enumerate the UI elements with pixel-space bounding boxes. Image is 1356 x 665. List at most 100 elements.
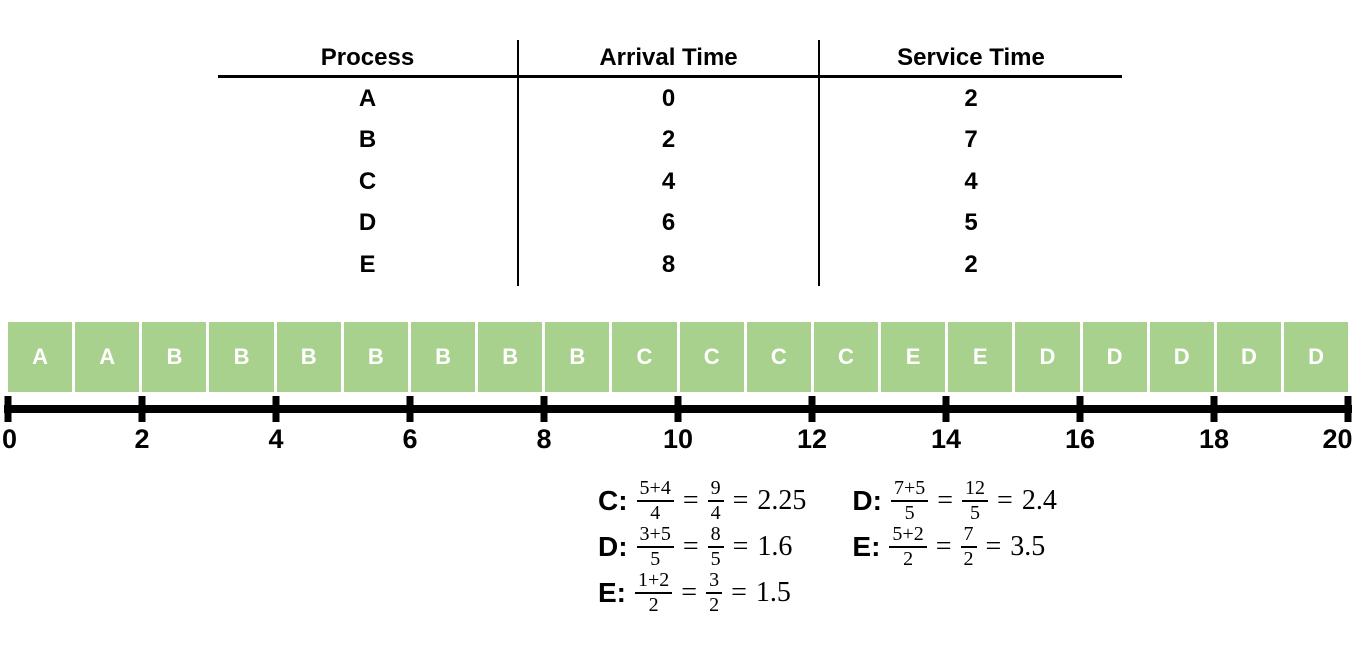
fraction: 5+2 2	[889, 523, 927, 570]
fraction-numerator: 3	[706, 569, 723, 594]
table-cell: 8	[517, 244, 820, 286]
fraction-denominator: 2	[648, 593, 659, 616]
fraction-denominator: 5	[970, 501, 981, 524]
equals-sign: =	[682, 530, 699, 562]
axis-tick-label: 0	[1, 423, 18, 454]
calc-line: E: 5+2 2 = 7 2 = 3.5	[852, 523, 1056, 570]
axis-tick	[406, 395, 414, 422]
axis-tick-label: 2	[134, 423, 150, 454]
fraction: 12 5	[962, 477, 989, 524]
equals-sign: =	[681, 576, 698, 608]
gantt-cell: C	[746, 321, 811, 392]
axis-tick-label: 4	[268, 423, 284, 454]
gantt-cell: B	[478, 321, 543, 392]
fraction: 8 5	[707, 523, 724, 570]
fraction: 3+5 5	[636, 523, 674, 570]
table-cell: 2	[964, 250, 978, 278]
axis-tick-label: 18	[1198, 423, 1230, 454]
process-table: Process Arrival Time Service Time A 0 2 …	[218, 40, 1122, 286]
axis-tick-label: 14	[930, 423, 962, 454]
calc-column-left: C: 5+4 4 = 9 4 = 2.25 D: 3+5 5 = 8 5	[598, 477, 807, 616]
equals-sign: =	[997, 484, 1013, 516]
calc-line: C: 5+4 4 = 9 4 = 2.25	[598, 477, 807, 524]
table-cell: 7	[964, 126, 978, 154]
equals-sign: =	[731, 576, 747, 608]
equals-sign: =	[682, 484, 699, 516]
fraction-denominator: 2	[903, 547, 914, 570]
axis-tick-label: 20	[1322, 423, 1353, 454]
table-header-process: Process	[218, 40, 517, 78]
axis-tick	[4, 395, 12, 422]
table-cell: 5	[964, 209, 978, 237]
gantt-cell: D	[1015, 321, 1080, 392]
axis-tick	[674, 395, 682, 422]
gantt-cell: E	[948, 321, 1013, 392]
table-cell: 2	[964, 84, 978, 112]
gantt-cell: C	[679, 321, 744, 392]
fraction: 5+4 4	[636, 477, 674, 524]
fraction: 7 2	[960, 523, 977, 570]
table-cell: 4	[517, 161, 820, 203]
fraction-numerator: 7	[960, 523, 977, 548]
equals-sign: =	[732, 484, 749, 516]
gantt-cell: D	[1283, 321, 1349, 392]
axis-tick	[1210, 395, 1218, 422]
fraction-denominator: 5	[650, 547, 661, 570]
fraction-denominator: 2	[963, 547, 974, 570]
fraction-numerator: 3+5	[636, 523, 674, 548]
fraction-numerator: 9	[707, 477, 724, 502]
ratio-value: 1.6	[757, 530, 793, 562]
gantt-cell: A	[75, 321, 140, 392]
ratio-value: 2.4	[1021, 484, 1057, 516]
axis-tick	[1076, 395, 1084, 422]
gantt-cell: C	[813, 321, 879, 392]
fraction-numerator: 12	[962, 477, 989, 502]
fraction-denominator: 5	[904, 501, 915, 524]
gantt-cell: B	[276, 321, 341, 392]
axis-tick	[540, 395, 548, 422]
process-label: E:	[852, 530, 881, 562]
calc-line: D: 7+5 5 = 12 5 = 2.4	[852, 477, 1057, 524]
fraction-denominator: 2	[709, 593, 720, 616]
axis-tick	[1344, 395, 1352, 422]
table-cell: 6	[517, 202, 820, 244]
axis-tick	[138, 395, 146, 422]
equals-sign: =	[985, 530, 1002, 562]
axis-tick	[942, 395, 950, 422]
table-cell: 2	[517, 119, 820, 161]
table-header-arrival-time: Arrival Time	[517, 40, 820, 78]
table-cell: 0	[517, 78, 820, 120]
gantt-cell: B	[410, 321, 476, 392]
response-ratio-calculations: C: 5+4 4 = 9 4 = 2.25 D: 3+5 5 = 8 5	[598, 477, 1356, 616]
fraction: 9 4	[707, 477, 724, 524]
process-label: D:	[598, 530, 628, 562]
axis-tick-label: 10	[662, 423, 694, 454]
fraction: 7+5 5	[890, 477, 929, 524]
axis-tick-label: 6	[402, 423, 418, 454]
equals-sign: =	[935, 530, 952, 562]
equals-sign: =	[732, 530, 749, 562]
gantt-cell: E	[881, 321, 946, 392]
axis-tick	[808, 395, 816, 422]
calc-column-right: D: 7+5 5 = 12 5 = 2.4 E: 5+2 2 = 7 2	[852, 477, 1057, 570]
process-label: E:	[598, 576, 626, 608]
table-cell: E	[359, 250, 376, 278]
fraction: 3 2	[706, 569, 723, 616]
gantt-cell: D	[1216, 321, 1281, 392]
gantt-cell: C	[612, 321, 677, 392]
axis-tick-label: 16	[1064, 423, 1096, 454]
table-cell: B	[358, 126, 377, 154]
axis-tick-label: 8	[536, 423, 552, 454]
process-label: C:	[598, 484, 628, 516]
gantt-cell: B	[343, 321, 408, 392]
ratio-value: 2.25	[757, 484, 807, 516]
axis-tick-label: 12	[796, 423, 828, 454]
gantt-cell: B	[209, 321, 274, 392]
fraction-denominator: 5	[710, 547, 721, 570]
ratio-value: 1.5	[755, 576, 791, 608]
gantt-cell: A	[8, 321, 73, 392]
gantt-cell: D	[1082, 321, 1147, 392]
fraction-numerator: 5+4	[636, 477, 674, 502]
gantt-chart: A A B B B B B B B C C C C E E D D D D D	[8, 321, 1349, 392]
fraction-numerator: 5+2	[889, 523, 927, 548]
